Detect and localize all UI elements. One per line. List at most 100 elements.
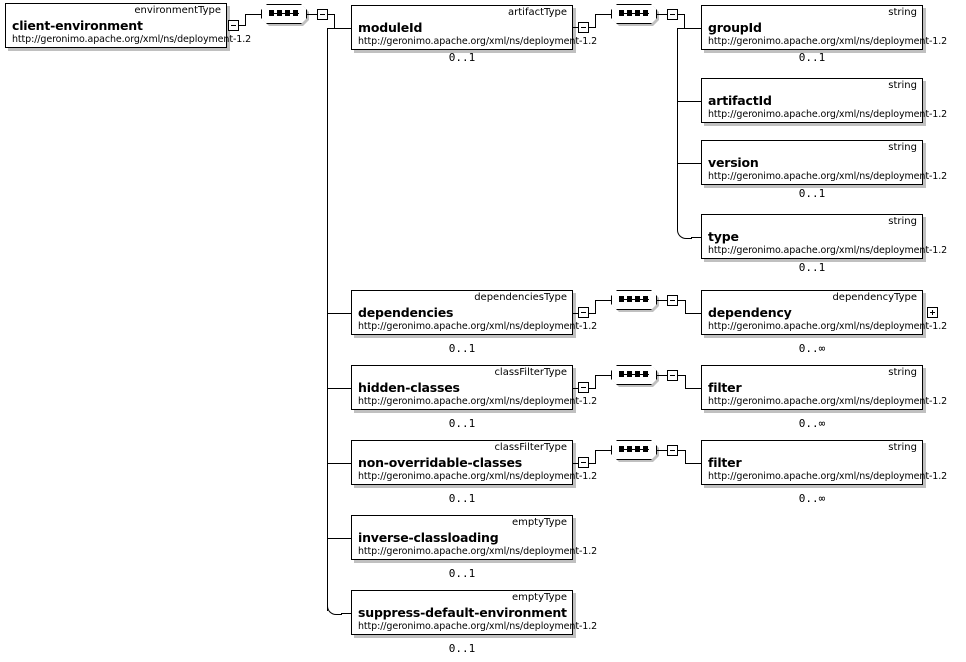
expand-plus-icon-dependency[interactable] (927, 307, 938, 318)
connector-line (589, 313, 595, 314)
connector-line (678, 450, 685, 451)
sequence-icon-body (261, 4, 307, 24)
node-element-name: artifactId (708, 93, 772, 108)
connector-line (327, 313, 351, 314)
sequence-icon-dot (643, 10, 648, 16)
collapse-minus-icon-hidden-classes[interactable] (578, 382, 589, 393)
connector-line (685, 375, 686, 388)
connector-line (573, 388, 578, 389)
sequence-icon-dot (619, 10, 624, 16)
node-element-name: filter (708, 380, 742, 395)
branch-elbow-root (327, 600, 342, 615)
node-dependencies[interactable]: dependenciesType dependencies http://ger… (351, 290, 597, 335)
node-filter-non-overridable-classes[interactable]: string filter http://geronimo.apache.org… (701, 440, 947, 485)
collapse-minus-icon-moduleId-sequence[interactable] (667, 9, 678, 20)
cardinality-label-filter-hidden-classes: 0..∞ (798, 417, 826, 430)
sequence-compositor-icon-root[interactable] (261, 4, 309, 26)
sequence-compositor-icon-dependencies[interactable] (611, 290, 659, 312)
node-element-name: type (708, 229, 739, 244)
node-namespace-uri: http://geronimo.apache.org/xml/ns/deploy… (358, 36, 598, 47)
node-namespace-uri: http://geronimo.apache.org/xml/ns/deploy… (358, 621, 598, 632)
node-type[interactable]: string type http://geronimo.apache.org/x… (701, 214, 947, 259)
collapse-minus-icon-non-overridable-classes-sequence[interactable] (667, 445, 678, 456)
sequence-icon-dot (619, 296, 624, 302)
connector-line (589, 388, 595, 389)
cardinality-label-dependencies: 0..1 (448, 342, 476, 355)
sequence-icon-dot (293, 10, 298, 16)
sequence-icon-dot (643, 446, 648, 452)
connector-line (573, 313, 578, 314)
node-hidden-classes[interactable]: classFilterType hidden-classes http://ge… (351, 365, 597, 410)
sequence-icon-body (611, 440, 657, 460)
cardinality-label-inverse-classloading: 0..1 (448, 567, 476, 580)
connector-line (678, 14, 684, 15)
collapse-minus-icon-root-sequence[interactable] (317, 9, 328, 20)
node-filter-hidden-classes[interactable]: string filter http://geronimo.apache.org… (701, 365, 947, 410)
node-namespace-uri: http://geronimo.apache.org/xml/ns/deploy… (358, 321, 598, 332)
connector-line (595, 375, 596, 389)
node-type-label: string (888, 442, 917, 453)
node-artifactId[interactable]: string artifactId http://geronimo.apache… (701, 78, 947, 123)
node-dependency[interactable]: dependencyType dependency http://geronim… (701, 290, 947, 335)
node-type-label: emptyType (511, 517, 567, 528)
node-moduleId[interactable]: artifactType moduleId http://geronimo.ap… (351, 5, 597, 50)
connector-line (685, 300, 686, 313)
connector-line (595, 300, 596, 314)
connector-line (657, 375, 667, 376)
node-type-label: environmentType (134, 5, 221, 16)
node-type-label: dependencyType (832, 292, 917, 303)
node-type-label: classFilterType (494, 442, 567, 453)
node-client-environment[interactable]: environmentType client-environment http:… (5, 3, 251, 48)
sequence-icon-rail (619, 13, 649, 14)
connector-line (595, 14, 611, 15)
connector-line (245, 14, 261, 15)
node-type-label: classFilterType (494, 367, 567, 378)
sequence-icon-dot (619, 371, 624, 377)
node-inverse-classloading[interactable]: emptyType inverse-classloading http://ge… (351, 515, 597, 560)
sequence-icon-dot (627, 10, 632, 16)
sequence-compositor-icon-moduleId[interactable] (611, 4, 659, 26)
collapse-minus-icon-moduleId[interactable] (578, 22, 589, 33)
sequence-compositor-icon-non-overridable-classes[interactable] (611, 440, 659, 462)
connector-line (239, 25, 245, 26)
connector-line (595, 375, 611, 376)
sequence-icon-dot (635, 296, 640, 302)
branch-trunk-moduleId (677, 28, 678, 228)
collapse-minus-icon-non-overridable-classes[interactable] (578, 457, 589, 468)
cardinality-label-type: 0..1 (798, 261, 826, 274)
connector-line (245, 14, 246, 26)
connector-line (677, 101, 701, 102)
collapse-minus-icon-root[interactable] (228, 20, 239, 31)
sequence-icon-dot (635, 10, 640, 16)
collapse-minus-icon-dependencies-sequence[interactable] (667, 295, 678, 306)
collapse-minus-icon-hidden-classes-sequence[interactable] (667, 370, 678, 381)
cardinality-label-suppress-default-environment: 0..1 (448, 642, 476, 655)
node-element-name: dependencies (358, 305, 454, 320)
connector-line (595, 450, 611, 451)
connector-line (677, 28, 701, 29)
node-type-label: string (888, 7, 917, 18)
node-type-label: string (888, 216, 917, 227)
sequence-compositor-icon-hidden-classes[interactable] (611, 365, 659, 387)
branch-elbow-moduleId (677, 224, 692, 239)
cardinality-label-dependency: 0..∞ (798, 342, 826, 355)
node-non-overridable-classes[interactable]: classFilterType non-overridable-classes … (351, 440, 597, 485)
connector-line (589, 463, 595, 464)
connector-line (573, 463, 578, 464)
node-suppress-default-environment[interactable]: emptyType suppress-default-environment h… (351, 590, 597, 635)
sequence-icon-dot (277, 10, 282, 16)
node-namespace-uri: http://geronimo.apache.org/xml/ns/deploy… (358, 546, 598, 557)
connector-line (595, 14, 596, 28)
node-element-name: version (708, 155, 759, 170)
collapse-minus-icon-dependencies[interactable] (578, 307, 589, 318)
node-namespace-uri: http://geronimo.apache.org/xml/ns/deploy… (708, 471, 948, 482)
node-type-label: artifactType (508, 7, 567, 18)
node-version[interactable]: string version http://geronimo.apache.or… (701, 140, 947, 185)
connector-line (327, 28, 351, 29)
sequence-icon-rail (619, 299, 649, 300)
node-namespace-uri: http://geronimo.apache.org/xml/ns/deploy… (358, 471, 598, 482)
node-groupId[interactable]: string groupId http://geronimo.apache.or… (701, 5, 947, 50)
connector-line (685, 313, 701, 314)
node-namespace-uri: http://geronimo.apache.org/xml/ns/deploy… (708, 321, 948, 332)
cardinality-label-moduleId: 0..1 (448, 51, 476, 64)
